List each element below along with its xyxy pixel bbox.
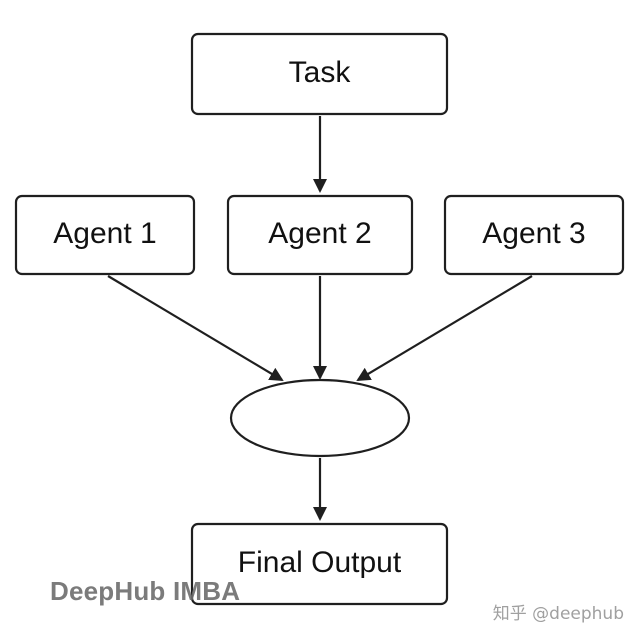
task-node: Task <box>190 32 449 116</box>
task-node-label: Task <box>289 56 352 89</box>
aggregator-node <box>229 378 411 458</box>
final-output-node-label: Final Output <box>238 546 402 579</box>
agent-2-node-label: Agent 2 <box>268 217 371 250</box>
final-output-node: Final Output <box>190 522 449 606</box>
edges-layer <box>107 116 533 521</box>
agent-3-node-label: Agent 3 <box>482 217 585 250</box>
watermark-brand: DeepHub IMBA <box>50 576 241 606</box>
agent-3-node: Agent 3 <box>443 194 625 276</box>
edge-agent-1-to-aggregator <box>107 275 284 382</box>
edge-agent-3-to-aggregator <box>356 275 533 382</box>
agent-1-node: Agent 1 <box>14 194 196 276</box>
watermark-site: 知乎 @deephub <box>492 604 624 624</box>
agent-2-node: Agent 2 <box>226 194 414 276</box>
nodes-layer: Task Agent 1 Agent 2 Agent 3 Final Outpu… <box>14 32 625 606</box>
agent-1-node-label: Agent 1 <box>53 217 156 250</box>
